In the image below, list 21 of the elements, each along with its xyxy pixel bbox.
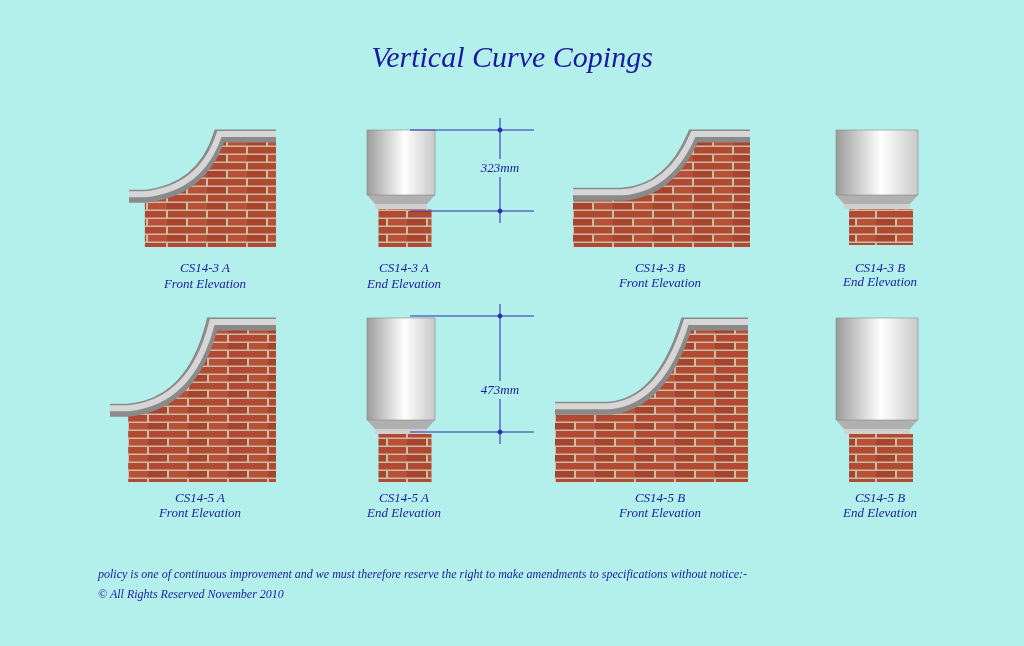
title: Vertical Curve Copings (371, 40, 653, 74)
part-code: CS14-3 A (180, 260, 230, 276)
view-caption: End Elevation (843, 274, 917, 290)
part-code: CS14-3 B (854, 260, 906, 276)
part-code: CS14-3 B (634, 260, 686, 276)
part-code: CS14-5 B (854, 490, 906, 506)
view-caption: Front Elevation (618, 275, 702, 291)
footer-note: © All Rights Reserved November 2010 (98, 586, 284, 602)
view-caption: Front Elevation (163, 276, 247, 292)
part-code: CS14-5 B (634, 490, 686, 506)
view-caption: End Elevation (843, 505, 917, 521)
dimension-label: 323mm (478, 159, 522, 177)
view-caption: Front Elevation (158, 505, 242, 521)
part-code: CS14-3 A (379, 260, 429, 276)
part-code: CS14-5 A (379, 490, 429, 506)
view-caption: End Elevation (367, 276, 441, 292)
view-caption: Front Elevation (618, 505, 702, 521)
part-code: CS14-5 A (175, 490, 225, 506)
dimension-label: 473mm (478, 381, 522, 399)
view-caption: End Elevation (367, 505, 441, 521)
footer-note: policy is one of continuous improvement and we must therefore reserve the right to make amendments to specifications without notice:- (98, 566, 748, 582)
